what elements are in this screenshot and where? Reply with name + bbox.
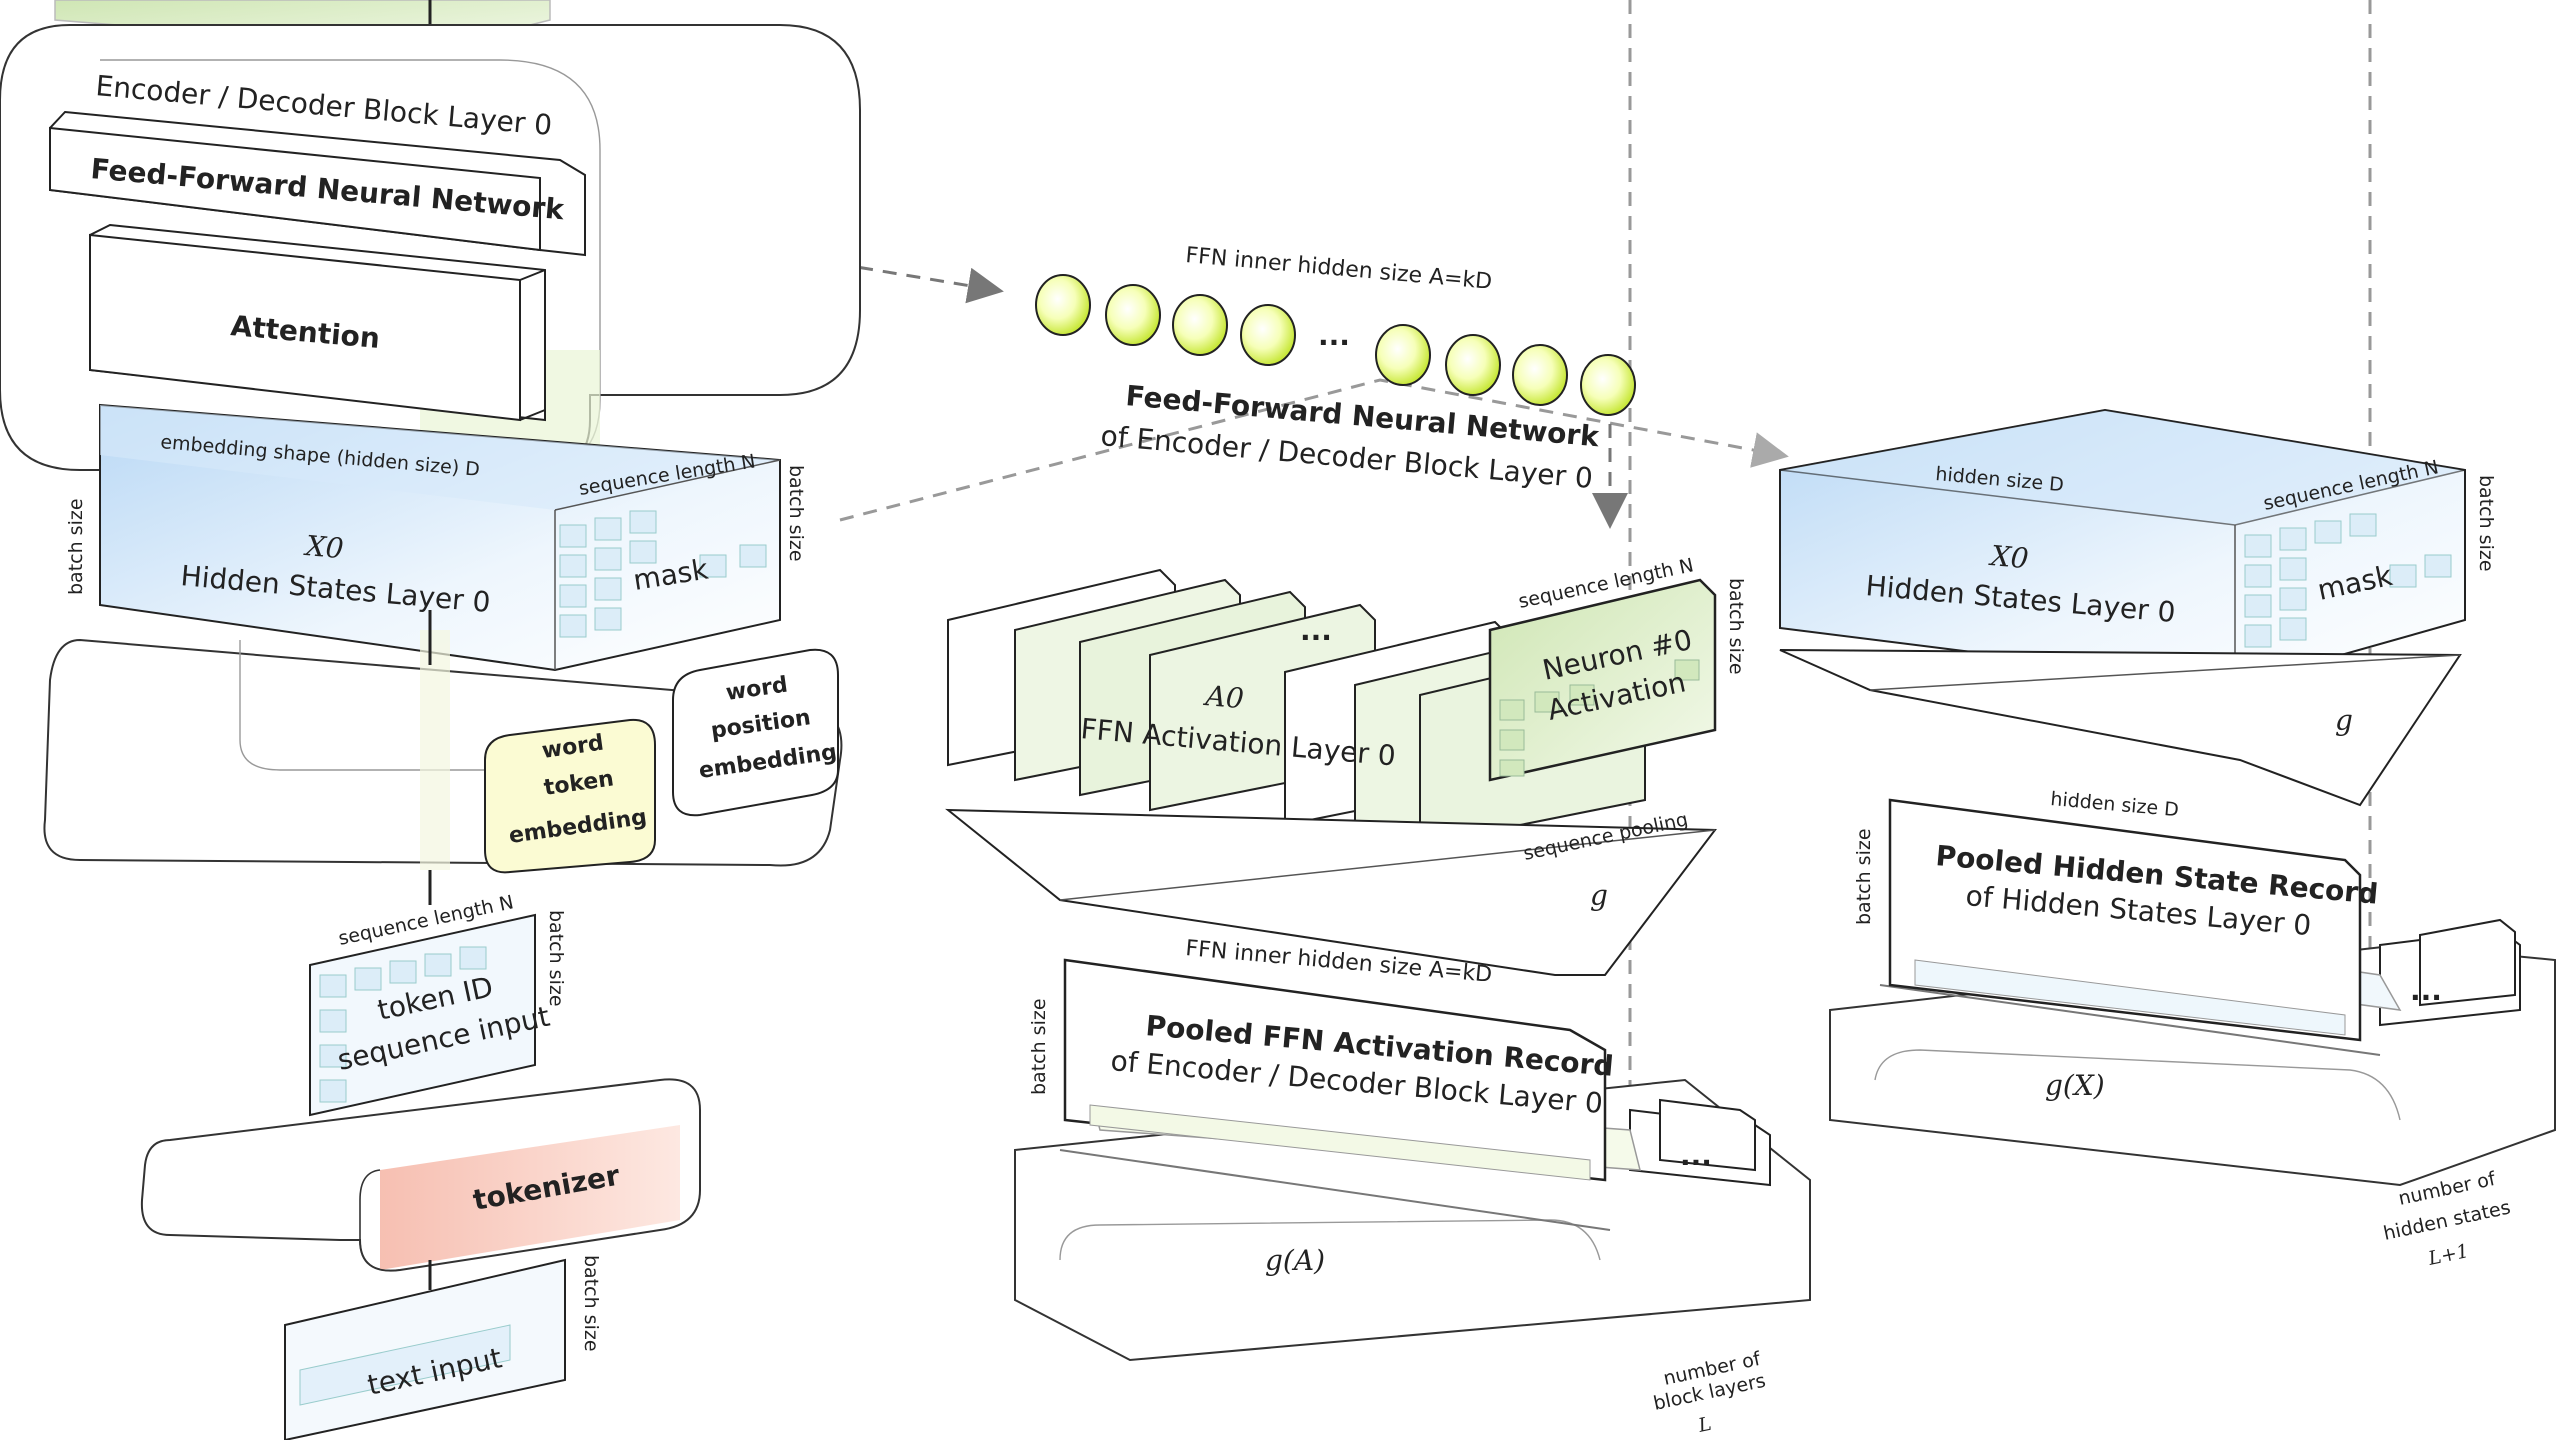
right-record-batch-size-label: batch size bbox=[1853, 828, 1875, 925]
right-x0-label: X0 bbox=[1987, 539, 2029, 575]
neuron-ellipsis: ... bbox=[1318, 319, 1350, 352]
neuron-icon bbox=[1035, 274, 1091, 336]
num-layers-line-3: L bbox=[1695, 1413, 1713, 1437]
right-column: hidden size D sequence length N batch si… bbox=[1779, 408, 2556, 1270]
right-hidden-states-slab: hidden size D sequence length N batch si… bbox=[1779, 408, 2497, 687]
activation-sheets: ... A0 FFN Activation Layer 0 Neuron #0 … bbox=[947, 554, 1747, 847]
middle-g-label: g bbox=[1590, 879, 1608, 912]
hidden-x0-label: X0 bbox=[302, 529, 344, 565]
sheet-ellipsis: ... bbox=[1300, 614, 1332, 647]
neuron-icon bbox=[1240, 304, 1296, 366]
record-ellipsis: ... bbox=[1680, 1139, 1712, 1172]
attention-box: Attention bbox=[89, 223, 546, 422]
token-batch-size-label: batch size bbox=[545, 910, 567, 1007]
tokenizer-stage: tokenizer bbox=[140, 1078, 701, 1272]
text-input: text input batch size bbox=[284, 1255, 602, 1442]
word-position-embedding-box: word position embedding bbox=[672, 648, 839, 817]
right-record-ellipsis: ... bbox=[2410, 974, 2442, 1007]
token-id-input: sequence length N batch size token ID se… bbox=[309, 891, 567, 1117]
gX-label: g(X) bbox=[2045, 1069, 2105, 1102]
ffn-inner-size-label: FFN inner hidden size A=kD bbox=[1184, 243, 1493, 295]
right-hidden-size-label-2: hidden size D bbox=[2050, 788, 2180, 821]
num-states-line-3: L+1 bbox=[2425, 1240, 2470, 1270]
mask-grid bbox=[559, 510, 767, 638]
middle-column: FFN inner hidden size A=kD ... Feed-Forw… bbox=[945, 243, 1811, 1437]
neuron-row: ... bbox=[1035, 274, 1636, 416]
text-batch-size-label: batch size bbox=[580, 1255, 602, 1352]
embedding-stage: word token embedding word position embed… bbox=[43, 610, 843, 874]
sheet-batch-size-label: batch size bbox=[1725, 578, 1747, 675]
neuron-icon bbox=[1375, 324, 1431, 386]
neuron-icon bbox=[1512, 344, 1568, 406]
hidden-states-slab: embedding shape (hidden size) D sequence… bbox=[65, 403, 807, 672]
neuron-icon bbox=[1580, 354, 1636, 416]
pooled-hidden-record: batch size Pooled Hidden State Record of… bbox=[1829, 798, 2556, 1270]
gA-label: g(A) bbox=[1265, 1244, 1325, 1277]
hidden-batch-size-right: batch size bbox=[785, 465, 807, 562]
pooled-ffn-record: batch size Pooled FFN Activation Record … bbox=[1014, 958, 1811, 1437]
hidden-batch-size-left: batch size bbox=[65, 498, 87, 595]
right-g-label: g bbox=[2335, 704, 2353, 737]
neuron-icon bbox=[1445, 334, 1501, 396]
neuron-icon bbox=[1105, 284, 1161, 346]
ffn-box: Feed-Forward Neural Network bbox=[49, 110, 586, 257]
activation-a0-label: A0 bbox=[1201, 679, 1245, 715]
left-column: Encoder / Decoder Block Layer 0 Feed-For… bbox=[0, 0, 861, 1442]
record-batch-size-label: batch size bbox=[1028, 998, 1050, 1095]
pooling-funnel: sequence pooling g bbox=[945, 809, 1717, 976]
neuron-icon bbox=[1172, 294, 1228, 356]
right-batch-size-label: batch size bbox=[2475, 475, 2497, 572]
right-pooling-funnel: g bbox=[1779, 649, 2462, 807]
word-token-embedding-box: word token embedding bbox=[484, 718, 656, 874]
